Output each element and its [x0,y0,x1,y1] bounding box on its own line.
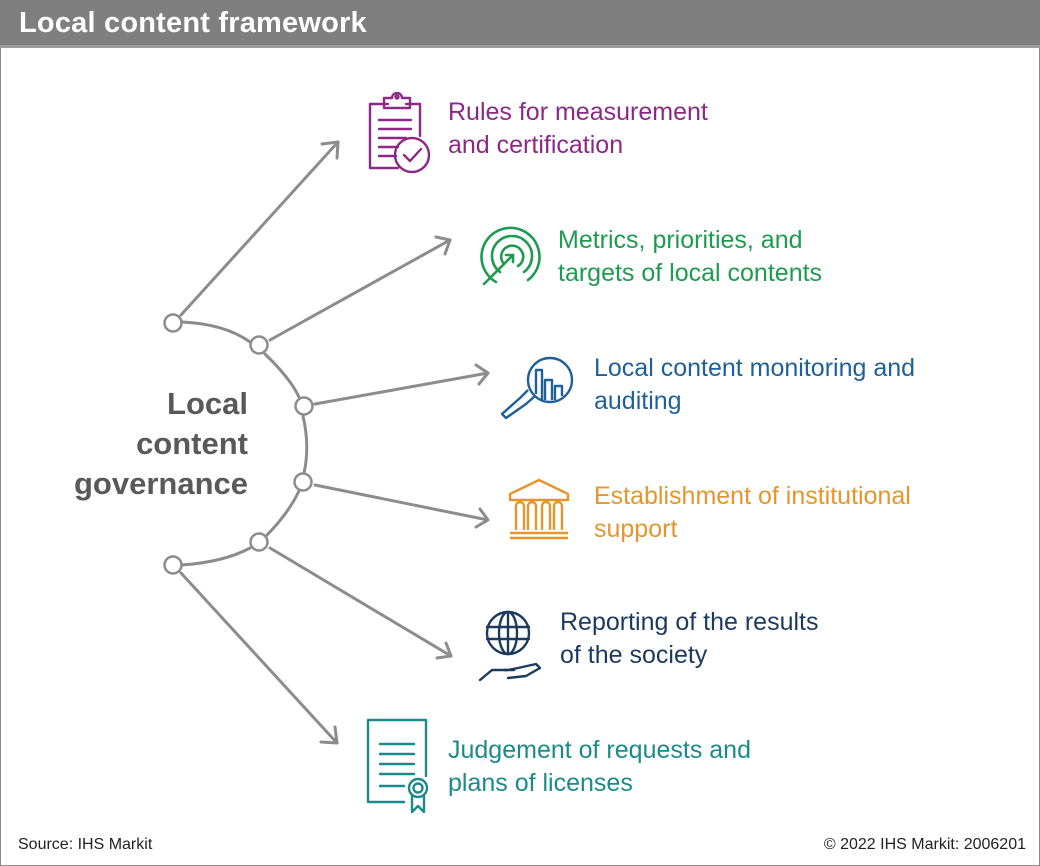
item-label: Establishment of institutional support [594,480,911,546]
node-4 [293,472,313,492]
item-label-line: of the society [560,641,708,669]
copyright-note: © 2022 IHS Markit: 2006201 [823,836,1026,853]
clipboard-check-icon [368,92,431,174]
item-label-line: Local content monitoring and [594,354,916,382]
certificate-icon [366,718,429,814]
item-label-line: Reporting of the results [560,608,819,636]
center-label-line: Local [167,386,248,421]
center-label-line: governance [73,466,248,501]
arc-segment [180,546,252,567]
item-label-line: Metrics, priorities, and [558,226,803,254]
node-6 [163,555,183,575]
item-label-line: Establishment of institutional [594,482,911,510]
figure-title: Local content framework [19,7,367,39]
target-icon [480,226,541,286]
node-3 [294,396,314,416]
item-label-line: targets of local contents [558,259,823,287]
item-label-line: Rules for measurement [448,98,708,126]
item-label-line: Judgement of requests and [448,736,751,764]
source-note: Source: IHS Markit [18,836,153,853]
node-2 [249,335,269,355]
item-label-line: plans of licenses [448,769,633,797]
item-label: Judgement of requests and plans of licen… [448,734,751,800]
center-label-line: content [136,426,248,461]
arrow-to-measurement [179,140,340,317]
arrow-to-reporting [268,546,453,660]
arrow-to-licenses [179,571,339,745]
arc-segment [180,320,252,344]
item-label: Metrics, priorities, and targets of loca… [558,224,822,290]
item-label-line: support [594,515,678,543]
arc-segment [263,352,301,399]
globe-in-hand-icon [478,610,542,682]
arrow-to-monitoring [313,363,490,406]
arrow-to-institutional [313,483,490,529]
magnifier-chart-icon [500,356,574,420]
item-label: Rules for measurement and certification [448,96,708,162]
node-5 [249,532,269,552]
arc-segment [301,414,309,475]
node-1 [163,313,183,333]
center-label: Local content governance [74,384,248,504]
item-label-line: auditing [594,387,682,415]
item-label-line: and certification [448,131,624,159]
institution-building-icon [508,478,570,540]
arc-segment [264,489,301,538]
arrow-to-metrics [268,235,452,342]
item-label: Reporting of the results of the society [560,606,818,672]
title-bar: Local content framework [0,0,1040,48]
item-label: Local content monitoring and auditing [594,352,915,418]
